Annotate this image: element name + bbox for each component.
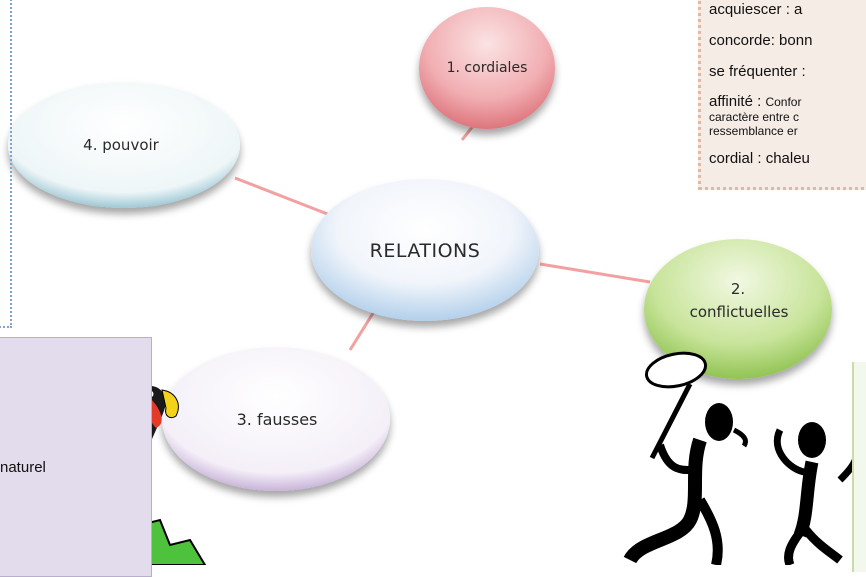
node-cordiales-bubble [419,7,555,129]
left-box-text: naturel [0,459,46,476]
vocab-line-cordial: cordial : chaleu [709,150,810,167]
left-dotted-frame [0,0,12,328]
vocabulary-box: acquiescer : a concorde: bonn se fréquen… [698,0,866,190]
right-green-box [852,362,866,572]
vocab-line-concorde: concorde: bonn [709,32,813,49]
vocab-line-affinite: affinité : Confor [709,94,866,110]
vocab-line-caractere: caractère entre c [709,110,800,124]
node-center-label: RELATIONS [369,240,481,262]
node-pouvoir-bubble [8,82,240,208]
node-fausses-label: 3. fausses [236,410,318,429]
vocab-affinite-term: affinité : [709,93,766,110]
node-conflictuelles-label: conflictuelles [689,303,789,321]
connector-pouvoir [234,176,331,217]
connector-fausses [348,309,377,351]
node-conflictuelles-number: 2. [730,280,746,298]
node-conflictuelles-bubble [644,239,832,379]
vocab-affinite-def: Confor [765,95,802,109]
node-center-bubble [311,179,539,321]
vocab-line-acquiescer: acquiescer : a [709,1,803,18]
stick-figures-illustration [623,351,862,565]
vocab-line-frequenter: se fréquenter : [709,63,806,80]
left-purple-box [0,337,152,577]
vocab-line-ressemblance: ressemblance er [709,124,798,138]
node-cordiales-label: 1. cordiales [446,60,528,76]
node-pouvoir-label: 4. pouvoir [83,136,159,154]
connector-conflictuelles [539,262,651,284]
node-fausses-bubble [162,347,390,491]
